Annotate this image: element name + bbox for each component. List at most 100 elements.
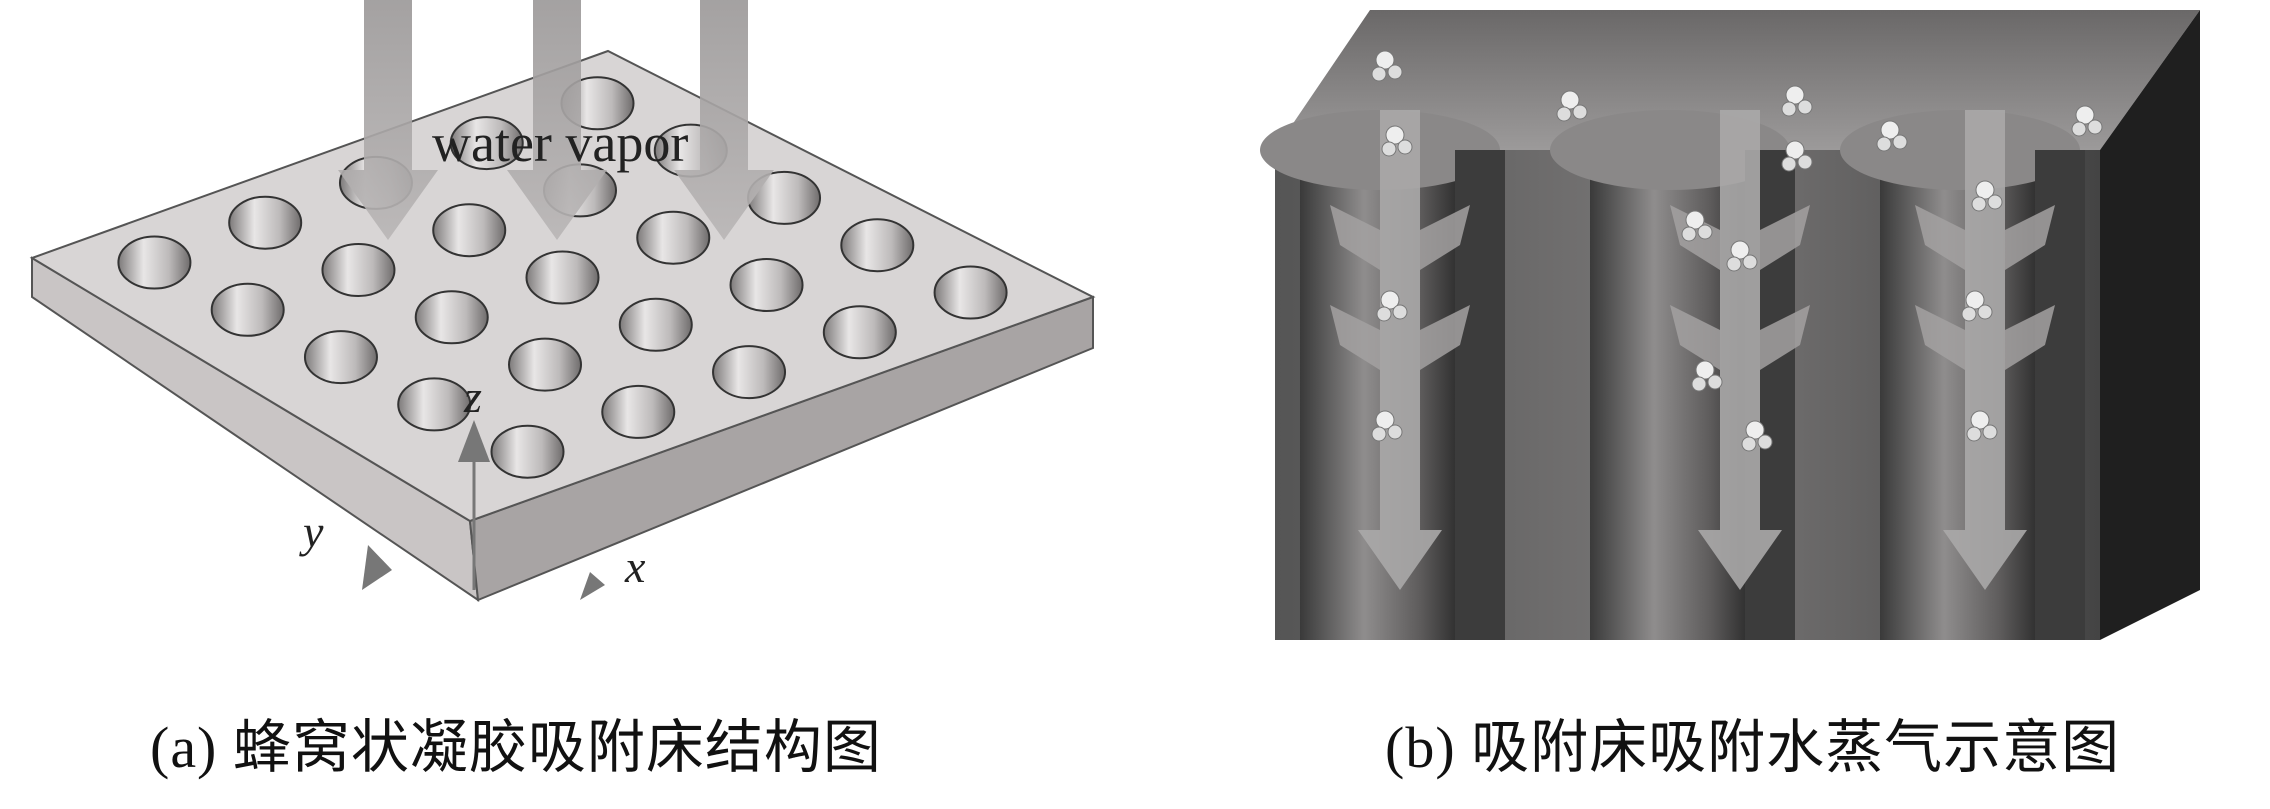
side-arrow xyxy=(1420,205,1470,270)
hole xyxy=(729,258,804,312)
molecule-atom xyxy=(1971,196,1987,212)
molecule-atom xyxy=(1695,360,1715,380)
side-arrow xyxy=(2005,205,2055,270)
molecule-atom xyxy=(1691,376,1707,392)
hole xyxy=(933,265,1008,320)
hole xyxy=(525,250,600,305)
side-arrow xyxy=(2005,305,2055,370)
side-arrow xyxy=(1915,205,1965,270)
hole xyxy=(618,297,693,352)
molecule-atom xyxy=(1385,125,1405,145)
molecule-atom xyxy=(1371,426,1387,442)
molecule-atom xyxy=(1757,434,1773,450)
molecule-atom xyxy=(1975,180,1995,200)
down-arrow xyxy=(1943,110,2027,590)
molecule-atom xyxy=(1745,420,1765,440)
molecule-atom xyxy=(1387,424,1403,440)
molecule-atom xyxy=(1392,304,1408,320)
molecule-atom xyxy=(1560,90,1580,110)
channel-wall xyxy=(1455,150,1505,640)
down-arrow xyxy=(1698,110,1782,590)
molecule-atom xyxy=(1987,194,2003,210)
side-arrow xyxy=(1760,205,1810,270)
molecule-atom xyxy=(1387,64,1403,80)
molecule-atom xyxy=(1966,426,1982,442)
vapor-arrow xyxy=(674,0,774,240)
molecule-atom xyxy=(2071,121,2087,137)
molecule-atom xyxy=(1892,134,1908,150)
adsorption-arrows xyxy=(1330,110,2055,590)
axis-z-label: z xyxy=(464,371,482,422)
molecule-atom xyxy=(1781,101,1797,117)
molecule-atom xyxy=(1685,210,1705,230)
molecule-atom xyxy=(1880,120,1900,140)
side-arrow xyxy=(1670,305,1720,370)
hole xyxy=(432,203,507,258)
down-arrow xyxy=(1358,110,1442,590)
molecule-atom xyxy=(1961,306,1977,322)
molecule-atom xyxy=(1730,240,1750,260)
molecule-atom xyxy=(1380,290,1400,310)
molecule-atom xyxy=(1381,141,1397,157)
hole xyxy=(712,345,787,400)
molecule-atom xyxy=(1785,85,1805,105)
hole xyxy=(117,235,192,290)
molecule-atom xyxy=(1556,106,1572,122)
hole xyxy=(321,243,396,297)
block-right-side xyxy=(2100,10,2200,640)
water-vapor-label: water vapor xyxy=(432,113,689,173)
side-arrow xyxy=(1760,305,1810,370)
caption-b: (b) 吸附床吸附水蒸气示意图 xyxy=(1385,715,2121,780)
side-arrow xyxy=(1330,305,1380,370)
vapor-arrow xyxy=(338,0,438,240)
molecule-atom xyxy=(1681,226,1697,242)
vapor-arrow xyxy=(507,0,607,240)
molecule-atom xyxy=(2087,119,2103,135)
axis-y-label: y xyxy=(303,506,324,557)
side-arrow xyxy=(1330,205,1380,270)
axis-x-label: x xyxy=(625,541,646,592)
molecule-atom xyxy=(1375,50,1395,70)
molecule-atom xyxy=(1375,410,1395,430)
hole xyxy=(414,290,489,345)
molecule-atom xyxy=(1707,374,1723,390)
hole xyxy=(228,195,303,250)
molecule-atom xyxy=(1376,306,1392,322)
adsorption-bed-diagram xyxy=(1260,10,2200,640)
hole xyxy=(840,218,915,273)
channel-opening xyxy=(1840,110,2080,190)
molecule-atom xyxy=(1982,424,1998,440)
hole xyxy=(490,424,565,479)
honeycomb-plate-diagram xyxy=(29,0,1096,603)
channel xyxy=(1880,150,2040,640)
hole xyxy=(303,330,378,385)
molecule-atom xyxy=(1781,156,1797,172)
vapor-arrows xyxy=(338,0,774,240)
hole xyxy=(397,377,472,432)
molecule-atom xyxy=(1742,254,1758,270)
side-arrow xyxy=(1915,305,1965,370)
molecule-atom xyxy=(1876,136,1892,152)
caption-a: (a) 蜂窝状凝胶吸附床结构图 xyxy=(150,715,882,780)
molecule-atom xyxy=(1797,154,1813,170)
molecule-atom xyxy=(1697,224,1713,240)
hole xyxy=(822,305,897,360)
molecule-atom xyxy=(1970,410,1990,430)
molecule-atom xyxy=(1741,436,1757,452)
hole xyxy=(508,337,582,392)
molecule-atom xyxy=(1371,66,1387,82)
hole xyxy=(210,282,285,337)
hole xyxy=(449,116,524,171)
side-arrow xyxy=(1420,305,1470,370)
molecule-atom xyxy=(1572,104,1588,120)
axis-arrows xyxy=(362,420,605,600)
molecule-atom xyxy=(1726,256,1742,272)
molecule-atom xyxy=(2075,105,2095,125)
molecule-atom xyxy=(1397,139,1413,155)
molecule-atom xyxy=(1965,290,1985,310)
molecule-atom xyxy=(1977,304,1993,320)
water-molecules xyxy=(1371,50,2103,452)
hole xyxy=(636,210,711,265)
molecule-atom xyxy=(1797,99,1813,115)
